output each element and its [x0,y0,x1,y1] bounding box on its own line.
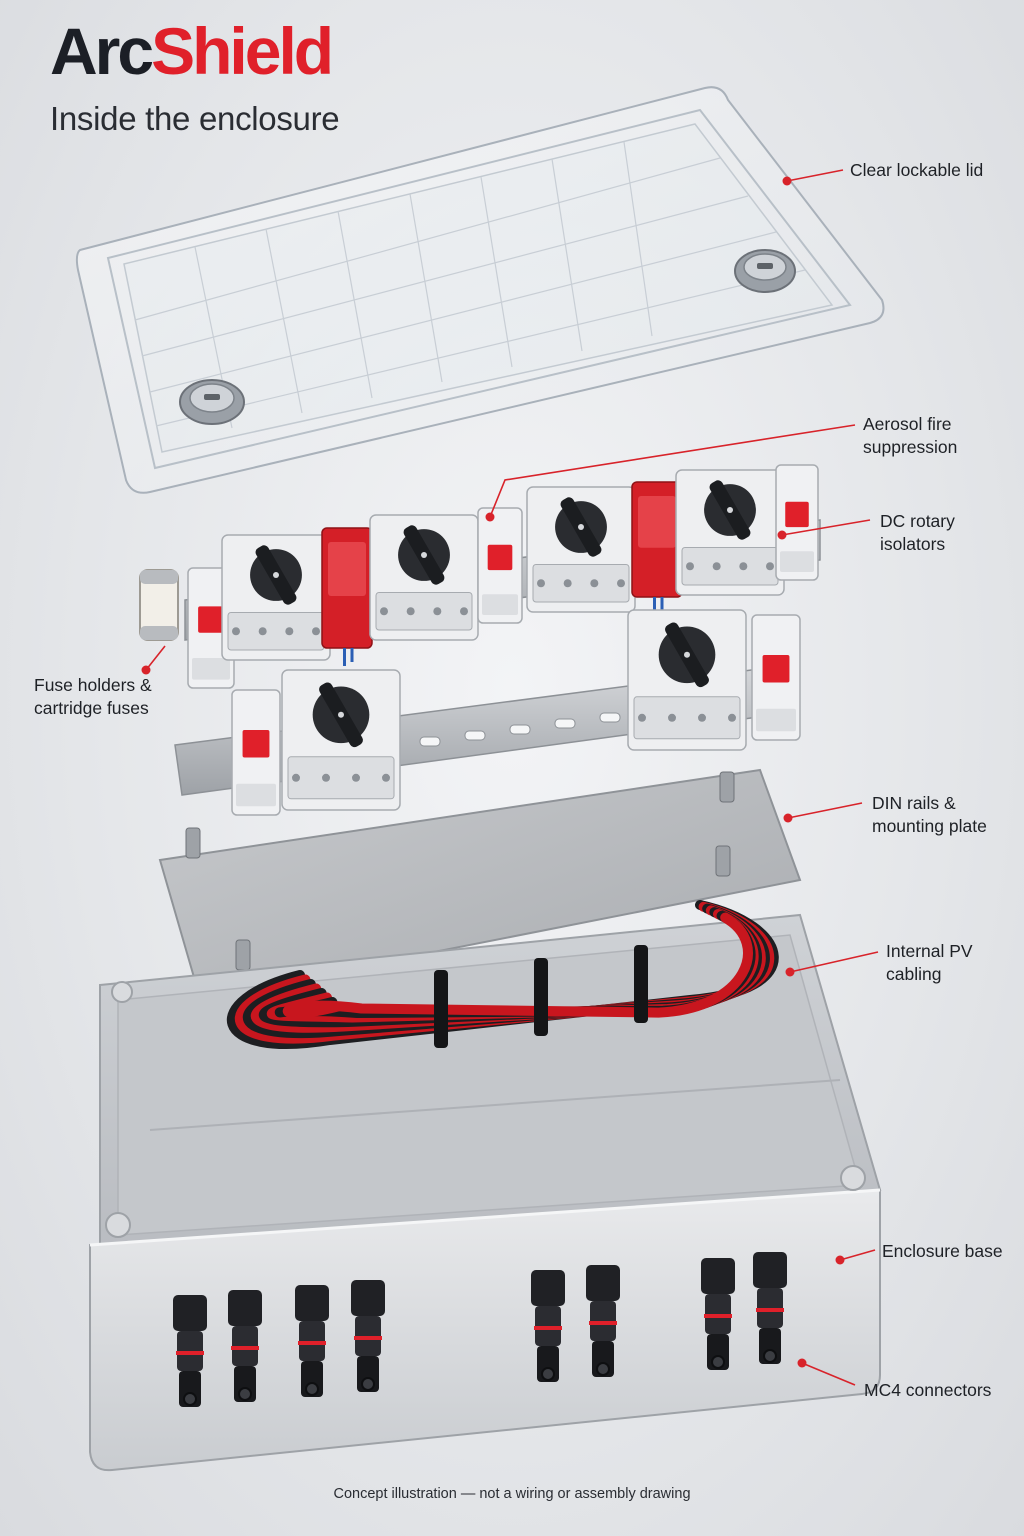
callout-lid: Clear lockable lid [850,159,983,182]
brand-part-shield: Shield [151,14,334,88]
mc4-connector-group [173,1252,787,1407]
dc-rotary-isolator-6 [627,609,747,751]
pv-cable [282,912,753,1019]
callout-cabling-line1: Internal PV [886,941,973,961]
fuse-holder-2 [477,507,523,624]
enclosure-base [89,913,882,1472]
mc4-connector [586,1265,620,1377]
footer-disclaimer: Concept illustration — not a wiring or a… [333,1486,691,1502]
lid-lock-right [734,249,796,293]
callout-dot-lid [782,176,792,186]
lower-din-rail-assembly [174,609,801,816]
callout-dot-mc4 [797,1358,807,1368]
callout-fuse-line1: Fuse holders & [34,675,152,695]
dc-rotary-isolator-1 [221,534,331,661]
mc4-connector [228,1290,262,1402]
dc-rotary-isolator-4 [675,469,785,596]
fuse-holder-4-window [242,730,270,758]
fuse-holder-5-window [762,655,790,683]
callout-aerosol-line1: Aerosol fire [863,414,952,434]
rail-slot [554,718,576,729]
callout-cabling-line2: cabling [886,964,942,984]
callout-aerosol: Aerosol fire suppression [863,413,957,459]
callout-base-text: Enclosure base [882,1241,1003,1261]
dc-rotary-isolator-5 [281,669,401,811]
mc4-connector [701,1258,735,1370]
aerosol-suppressor-1 [321,527,373,666]
callout-fuse: Fuse holders & cartridge fuses [34,674,152,720]
rail-slot [509,724,531,735]
dc-rotary-isolator-2 [369,514,479,641]
dc-rotary-isolator-3 [526,486,636,613]
brand-logo: ArcShield [50,18,334,84]
callout-din-line2: mounting plate [872,816,987,836]
internal-pv-cabling [226,900,779,1049]
callout-din-line1: DIN rails & [872,793,956,813]
rail-slot [419,736,441,747]
callout-isolators-line1: DC rotary [880,511,955,531]
callout-leaders [145,169,879,1386]
mc4-connector [173,1295,207,1407]
cartridge-fuse [139,569,179,641]
callout-mc4: MC4 connectors [864,1379,991,1402]
fuse-holder-5 [751,614,801,741]
callout-mc4-text: MC4 connectors [864,1380,992,1400]
fuse-holder-3 [775,464,819,581]
callout-dot-isolators [777,530,787,540]
upper-module-row [187,464,819,689]
cable-tie [434,970,448,1048]
mounting-plate [158,768,802,1000]
cable-tie [634,945,648,1023]
callout-base: Enclosure base [882,1240,1003,1263]
fuse-holder-4 [231,689,281,816]
rail-slot [599,712,621,723]
lid-lock-left [179,379,245,425]
callout-cabling: Internal PV cabling [886,940,973,986]
callout-dots [141,176,845,1368]
fuse-holder-1-window [198,606,224,633]
mc4-connector [531,1270,565,1382]
callout-dot-aerosol [485,512,495,522]
mc4-connector [295,1285,329,1397]
fuse-holder-3-window [785,501,809,528]
callout-aerosol-line2: suppression [863,437,958,457]
callout-dot-base [835,1255,845,1265]
callout-fuse-line2: cartridge fuses [34,698,149,718]
mc4-connector [351,1280,385,1392]
callout-dot-din [783,813,793,823]
clear-lid [75,86,885,494]
cable-tie [534,958,548,1036]
brand-part-arc: Arc [50,14,154,88]
callout-isolators: DC rotary isolators [880,510,955,556]
callout-din: DIN rails & mounting plate [872,792,987,838]
mc4-connector [753,1252,787,1364]
callout-isolators-line2: isolators [880,534,946,554]
callout-dot-cabling [785,967,795,977]
callout-lid-text: Clear lockable lid [850,160,984,180]
rail-slot [464,730,486,741]
aerosol-suppressor-2 [631,481,683,615]
lid-grid [134,141,806,429]
callout-dot-fuse [141,665,151,675]
page-subtitle: Inside the enclosure [50,100,340,137]
fuse-holder-2-window [487,544,513,571]
